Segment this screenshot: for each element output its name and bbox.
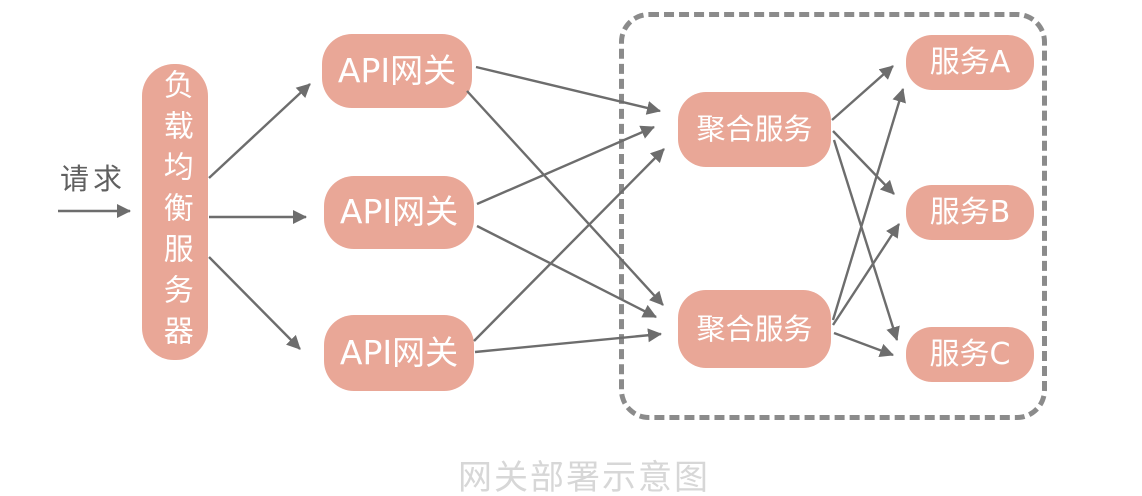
node-api-gateway-2: API网关 bbox=[324, 176, 474, 249]
node-api-gateway-3: API网关 bbox=[324, 315, 474, 391]
node-api-gateway-1: API网关 bbox=[322, 34, 472, 108]
node-service-b: 服务B bbox=[906, 185, 1034, 240]
node-load-balancer: 负载均衡服务器 bbox=[142, 64, 208, 360]
edge-load-balancer-to-api-gateway-1 bbox=[208, 83, 311, 179]
node-service-c: 服务C bbox=[906, 327, 1034, 382]
node-aggregation-service-2: 聚合服务 bbox=[678, 290, 831, 368]
node-service-a: 服务A bbox=[906, 35, 1034, 90]
diagram-caption: 网关部署示意图 bbox=[458, 458, 710, 496]
edge-load-balancer-to-api-gateway-3 bbox=[208, 256, 301, 350]
request-label: 请求 bbox=[60, 162, 127, 196]
node-aggregation-service-1: 聚合服务 bbox=[678, 92, 831, 167]
